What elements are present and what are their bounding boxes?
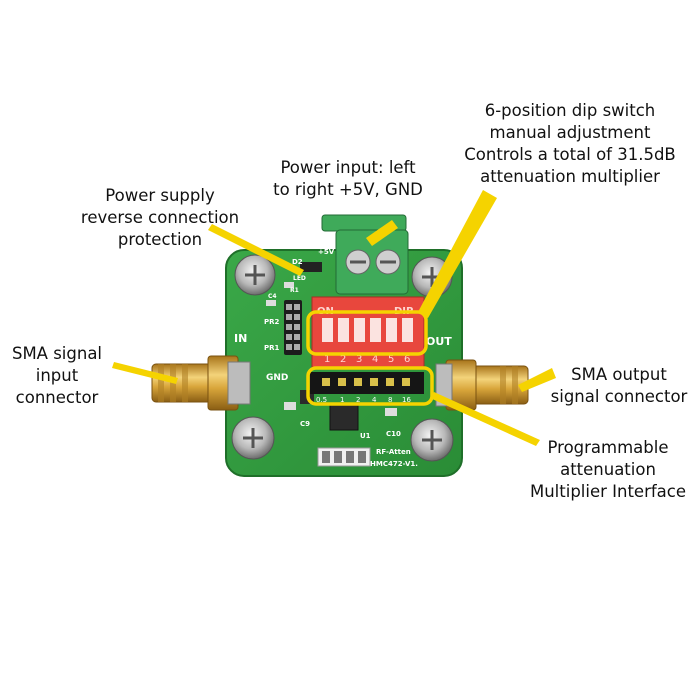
smd-components <box>266 262 397 416</box>
silk-brand-2: HMC472-V1. <box>370 460 418 468</box>
dip-number: 1 <box>324 354 330 365</box>
callout-line: protection <box>117 230 203 249</box>
silk-u1: U1 <box>360 432 371 440</box>
header-highlight-box <box>306 366 434 406</box>
header-label: 1 <box>340 396 344 404</box>
silk-brand-1: RF-Atten <box>376 448 411 456</box>
arrow-power-input <box>366 220 398 246</box>
sma-input-connector <box>151 355 251 411</box>
callout-line: SMA signal <box>11 344 103 363</box>
callout-line: to right +5V, GND <box>273 180 423 199</box>
callout-line: signal connector <box>550 387 688 406</box>
attenuator-chip <box>329 403 359 431</box>
silk-c10: C10 <box>386 430 401 438</box>
callout-line: Power supply <box>105 186 215 205</box>
silk-pr2: PR2 <box>264 318 280 326</box>
callout-power-input: Power input: left to right +5V, GND <box>258 157 438 201</box>
dip-highlight-box <box>306 310 428 356</box>
dip-number: 3 <box>356 354 362 365</box>
silk-out: OUT <box>426 335 452 348</box>
callout-programmable-interface: Programmable attenuation Multiplier Inte… <box>518 437 698 503</box>
silk-gnd: GND <box>266 373 288 383</box>
callout-line: Programmable <box>547 438 669 457</box>
callout-line: connector <box>15 388 99 407</box>
dip-number: 2 <box>340 354 346 365</box>
callout-line: manual adjustment <box>489 123 651 142</box>
callout-line: input <box>35 366 79 385</box>
screw-top-left <box>234 254 276 296</box>
header-label: 2 <box>356 396 360 404</box>
dip-number: 5 <box>388 354 394 365</box>
screw-bottom-right <box>410 418 454 462</box>
callout-line: Power input: left <box>280 158 416 177</box>
silk-in: IN <box>234 332 247 345</box>
callout-line: Multiplier Interface <box>529 482 687 501</box>
callout-sma-input: SMA signal input connector <box>2 343 112 409</box>
callout-line: SMA output <box>571 365 667 384</box>
header-label: 4 <box>372 396 377 404</box>
silk-r1: R1 <box>290 287 299 294</box>
arrow-sma-output <box>518 368 556 392</box>
arrow-sma-input <box>112 362 178 384</box>
header-label: 0.5 <box>316 396 327 404</box>
callout-line: attenuation <box>560 460 656 479</box>
arrow-dip-switch <box>418 190 497 318</box>
silk-c4: C4 <box>268 293 277 300</box>
screw-bottom-left <box>231 416 275 460</box>
callout-sma-output: SMA output signal connector <box>540 364 698 408</box>
dip-number: 4 <box>372 354 378 365</box>
bottom-parts <box>317 447 371 467</box>
dip-number: 6 <box>404 354 410 365</box>
silk-d2: D2 <box>292 258 303 266</box>
arrow-programmable <box>430 392 540 446</box>
callout-line: reverse connection <box>80 208 240 227</box>
header-label: 16 <box>402 396 411 404</box>
callout-line: 6-position dip switch <box>484 101 656 120</box>
callout-line: attenuation multiplier <box>480 167 660 186</box>
silk-c9: C9 <box>300 420 310 428</box>
silk-led: LED <box>293 275 306 282</box>
callout-line: Controls a total of 31.5dB <box>464 145 676 164</box>
pin-header <box>310 372 424 394</box>
silk-5v: +5V <box>318 248 335 256</box>
callout-reverse-protection: Power supply reverse connection protecti… <box>55 185 265 251</box>
arrow-protection <box>208 224 304 276</box>
silk-pr1: PR1 <box>264 344 280 352</box>
header-label: 8 <box>388 396 392 404</box>
callout-dip-switch: 6-position dip switch manual adjustment … <box>440 100 700 188</box>
